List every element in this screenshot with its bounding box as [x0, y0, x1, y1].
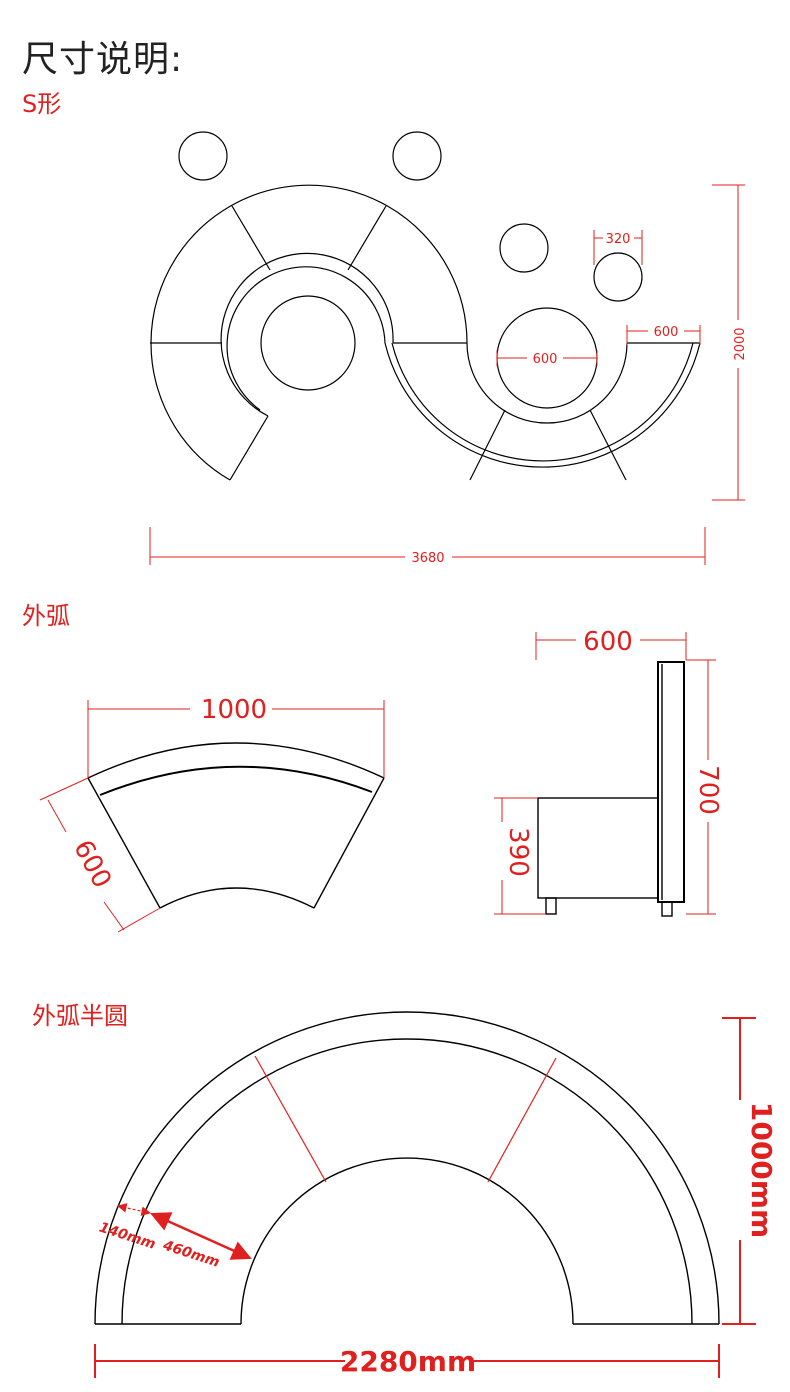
- table-circle: [260, 295, 356, 391]
- arc-outer-edge: [87, 742, 385, 779]
- dim-600-module: 600: [654, 325, 679, 340]
- stool-circle: [499, 223, 549, 273]
- dim-600-depth: 600: [67, 835, 117, 893]
- dim-3680: 3680: [411, 551, 444, 566]
- left-arc-inner: [220, 252, 394, 417]
- dim-600-table: 600: [533, 352, 558, 367]
- dim-1000: 1000: [201, 695, 267, 725]
- outer-arc-module-drawing: [87, 742, 385, 909]
- semicircle-drawing: [94, 1011, 720, 1325]
- dim-2280mm: 2280mm: [340, 1345, 476, 1378]
- dim-140mm: 140mm: [97, 1220, 157, 1253]
- leg-back: [661, 901, 673, 917]
- leg-front: [545, 897, 557, 915]
- seat-cushion: [537, 797, 659, 899]
- dim-320-stool: 320: [606, 232, 631, 247]
- semicircle-dimension-text: 2280mm 1000mm 140mm 460mm: [97, 1102, 778, 1378]
- page-title: 尺寸说明:: [22, 39, 184, 80]
- semicircle-inner: [240, 1157, 574, 1325]
- semicircle-backrest: [121, 1038, 693, 1325]
- side-view-dimensions: [494, 632, 716, 915]
- side-view-dimension-text: 600 700 390: [503, 627, 723, 877]
- dim-390: 390: [503, 827, 533, 877]
- semicircle-split-lines: [254, 1055, 557, 1183]
- section-label-s-shape: S形: [22, 90, 62, 118]
- left-arc-outer: [150, 184, 468, 481]
- arc-backrest-line: [99, 765, 373, 796]
- right-arc-backrest: [391, 342, 694, 462]
- section-label-outer-arc: 外弧: [22, 602, 70, 630]
- outer-arc-module-dimensions: [39, 700, 385, 933]
- s-shape-dimensions: [149, 184, 745, 565]
- semicircle-dimensions: [94, 1017, 756, 1378]
- stool-circle: [178, 131, 228, 181]
- side-view-drawing: [537, 661, 685, 917]
- right-arc-inner: [466, 342, 628, 424]
- right-arc-outer: [384, 342, 701, 468]
- arc-inner-edge: [159, 887, 315, 909]
- s-shape-drawing: [150, 131, 701, 481]
- dim-600-side: 600: [583, 627, 633, 657]
- section-label-outer-semicircle: 外弧半圆: [32, 1002, 128, 1030]
- dim-700: 700: [693, 765, 723, 815]
- stool-circle: [392, 131, 442, 181]
- stool-circle: [593, 252, 643, 302]
- s-shape-dimension-text: 3680 2000 600 600 320: [411, 232, 748, 566]
- dim-1000mm: 1000mm: [745, 1102, 778, 1238]
- dim-2000: 2000: [733, 327, 748, 360]
- left-arc-backrest: [226, 266, 386, 411]
- semicircle-outer: [94, 1011, 720, 1325]
